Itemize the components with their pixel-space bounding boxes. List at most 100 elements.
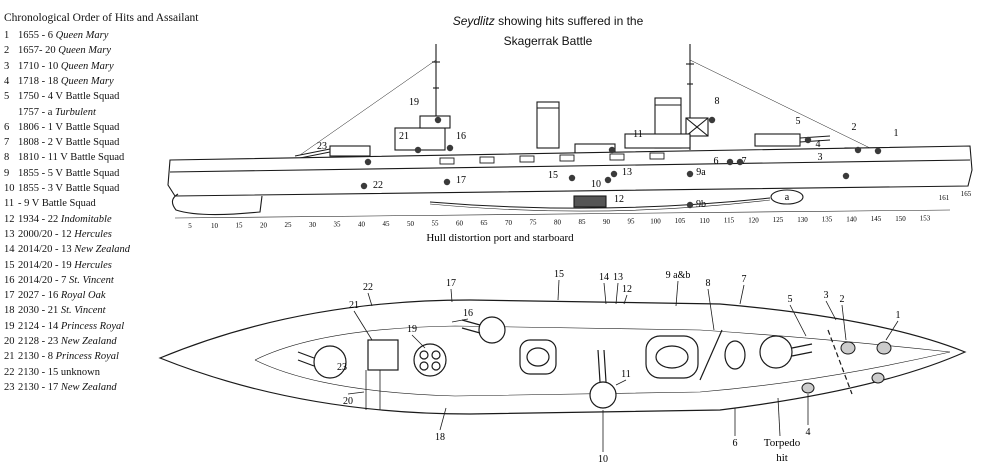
hit-mark [434,116,442,124]
plan-hit-label-15: 15 [554,269,564,280]
side-hit-label-23: 23 [317,141,327,152]
legend-row: 5 1750 - 4 V Battle Squad [4,91,119,102]
diagram-title-line2: Skagerrak Battle [503,34,593,48]
legend-time-salvo: 2130 - 15 unknown [18,366,100,378]
plan-hit-label-19: 19 [407,324,417,335]
legend-time-salvo: 1934 - 22 [18,213,61,225]
frame-number: 15 [236,222,244,230]
leader-line [825,300,837,321]
leader-line [603,282,607,305]
hull-side [167,145,973,197]
side-hit-label-4: 4 [816,139,821,150]
plan-hit-label-20: 20 [343,396,353,407]
legend-assailant: Princess Royal [55,351,119,363]
legend-hit-number: 21 [4,351,15,363]
bow-ram [171,193,263,216]
hit-mark [736,158,744,166]
leader-line [885,320,899,341]
fore-funnel [536,101,560,149]
leader-line [615,282,619,305]
legend-assailant: Queen Mary [55,30,109,41]
plan-hit-label-8: 8 [706,278,711,289]
frame-number: 110 [699,217,710,225]
frame-number: 153 [920,215,931,223]
legend-hit-number: 20 [4,336,15,347]
hit-mark [854,146,862,154]
legend-hit-number: 4 [4,75,10,87]
hit-mark [364,158,372,166]
side-hit-label-9b: 9b [696,199,706,210]
legend-time-salvo: 1757 - a [18,106,56,118]
frame-number: 75 [530,219,538,227]
hit-mark [414,146,422,154]
side-hits [360,116,882,209]
hull-outline-plan [158,299,967,415]
plan-hit-label-18: 18 [435,432,445,443]
frame-number: 10 [211,222,219,230]
legend-hit-number: 1 [4,30,10,41]
plan-hit-label-5: 5 [788,294,793,305]
frame-number: 80 [554,218,562,226]
leader-line [675,280,679,307]
legend-hit-number: 19 [4,320,15,332]
frame-number: 35 [334,221,342,229]
frame-number: 140 [846,215,857,223]
side-hit-label-9a: 9a [696,167,706,178]
plan-hit-label-22: 22 [363,282,373,293]
side-hit-label-21: 21 [399,131,409,142]
side-hit-label-10: 10 [591,179,601,190]
turret-a-plan [297,345,347,379]
plan-hit-label-21: 21 [349,300,359,311]
torpedo-hit-a-marker [770,189,804,205]
plan-hit-label-3: 3 [824,290,829,301]
frame-number: 30 [309,221,317,229]
legend-assailant: Hercules [74,228,112,240]
torpedo-leader [777,397,781,437]
leader-line [707,288,715,331]
leader-line [347,391,365,395]
hull-distortion-caption: Hull distortion port and starboard [426,232,574,244]
legend-hit-number: 3 [4,60,10,72]
plan-hit-label-7: 7 [742,274,747,285]
side-hit-label-a: a [785,192,790,203]
legend-hit-number: 23 [4,381,15,393]
hit-mark [804,136,812,144]
legend-assailant: St. Vincent [69,274,114,286]
plan-hit-label-12: 12 [622,284,632,295]
legend-hit-number: 22 [4,366,15,378]
legend-time-salvo: 1750 - 4 V Battle Squad [18,91,120,103]
torpedo-label-2: hit [776,452,788,464]
frame-number: 55 [432,220,440,228]
frame-number: 100 [650,217,661,225]
plan-hit-label-23: 23 [337,362,347,373]
leader-line [789,304,807,337]
frame-number: 45 [383,220,391,228]
hit-mark [842,172,850,180]
plan-hit-label-13: 13 [613,272,623,283]
legend-assailant: Princess Royal [60,320,125,332]
legend-hit-number: 8 [4,152,10,164]
legend-assailant: St. Vincent [60,305,106,317]
side-hit-label-15: 15 [548,170,558,181]
plan-hit-label-17: 17 [446,278,456,289]
legend-time-salvo: 1808 - 2 V Battle Squad [18,137,120,149]
frame-number: 90 [603,218,611,226]
hatched-turrets [801,341,892,394]
legend-time-salvo: 2128 - 23 [18,336,61,347]
bow-frame-number: 165 [961,190,972,198]
frame-number: 40 [358,220,366,228]
legend-hit-number: 5 [4,91,10,103]
hit-mark [726,158,734,166]
